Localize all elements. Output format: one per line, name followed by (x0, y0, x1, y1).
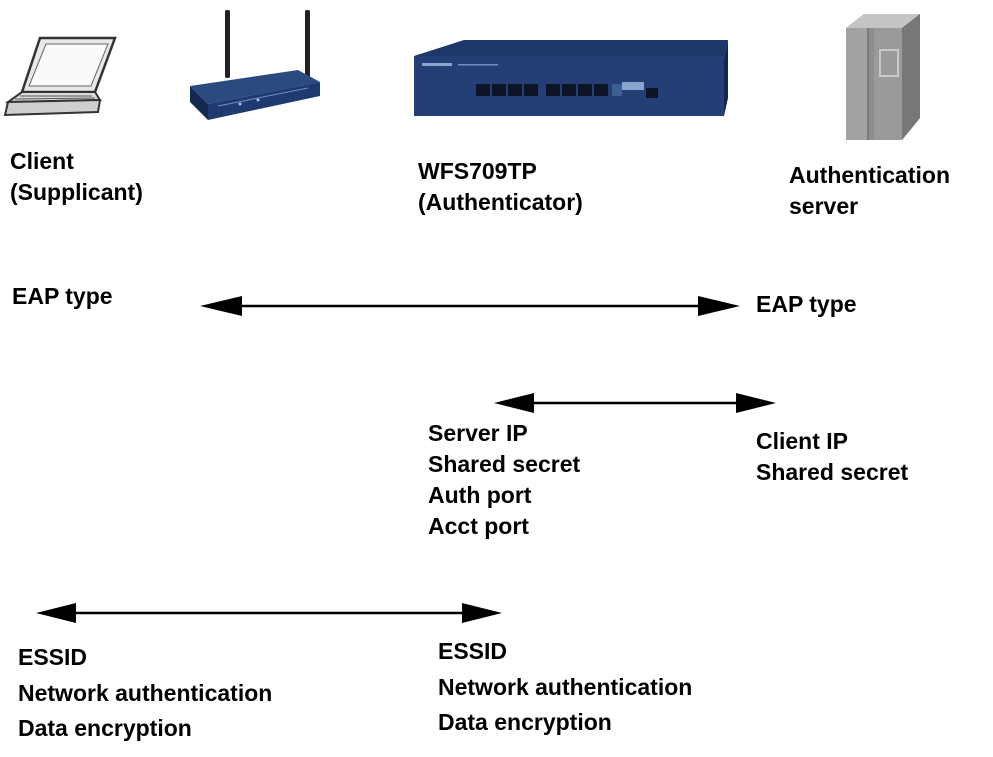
radius-arrow-left-head (494, 393, 534, 413)
switch-label-line-1: WFS709TP (418, 158, 537, 184)
wireless-left-line-3: Data encryption (18, 715, 192, 742)
eap-left-label: EAP type (12, 283, 113, 309)
wireless-left-line-2: Network authentication (18, 679, 273, 706)
radius-right-labels: Client IP Shared secret (756, 426, 908, 488)
server-label-line-1: Authentication (789, 162, 950, 188)
radius-arrow-right-head (736, 393, 776, 413)
switch-label: WFS709TP (Authenticator) (418, 156, 583, 218)
radius-left-line-4: Acct port (428, 513, 529, 540)
radius-left-labels: Server IP Shared secret Auth port Acct p… (428, 418, 580, 542)
server-label-line-2: server (789, 193, 859, 220)
network-switch-icon (414, 40, 728, 116)
client-label-line-1: Client (10, 148, 74, 174)
wireless-right-line-1: ESSID (438, 638, 508, 664)
eap-arrow-right-head (698, 296, 740, 316)
client-label: Client (Supplicant) (10, 146, 143, 208)
wireless-arrow-right-head (462, 603, 502, 623)
radius-left-line-3: Auth port (428, 482, 532, 509)
radius-left-line-1: Server IP (428, 420, 528, 446)
server-tower-icon (846, 14, 920, 140)
wireless-left-labels: ESSID Network authentication Data encryp… (18, 640, 272, 747)
radius-right-line-2: Shared secret (756, 459, 909, 486)
laptop-icon (3, 36, 117, 117)
server-label: Authentication server (789, 160, 950, 222)
wireless-right-line-2: Network authentication (438, 673, 693, 700)
wireless-left-line-1: ESSID (18, 644, 88, 670)
wireless-arrow-left-head (36, 603, 76, 623)
radius-right-line-1: Client IP (756, 428, 849, 454)
switch-label-line-2: (Authenticator) (418, 189, 583, 216)
radius-left-line-2: Shared secret (428, 451, 581, 478)
wireless-right-labels: ESSID Network authentication Data encryp… (438, 634, 692, 741)
wireless-access-point-icon (190, 10, 320, 120)
wireless-right-line-3: Data encryption (438, 709, 612, 736)
eap-right-label: EAP type (756, 291, 857, 317)
eap-arrow-left-head (200, 296, 242, 316)
client-label-line-2: (Supplicant) (10, 179, 143, 206)
